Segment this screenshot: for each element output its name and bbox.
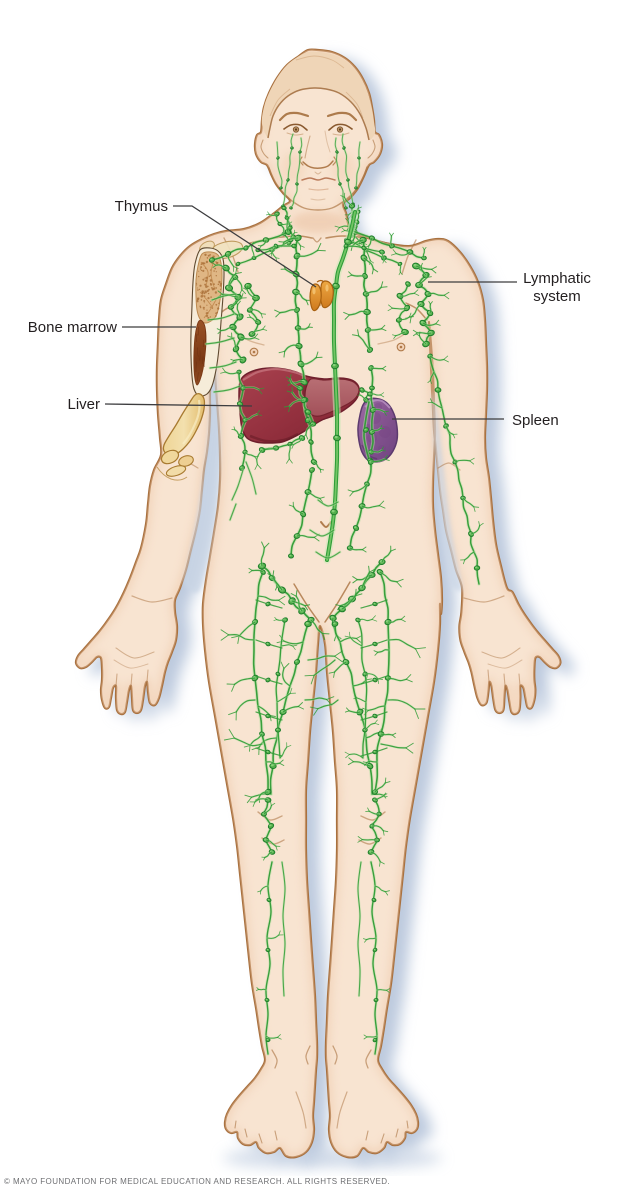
svg-text:Bone marrow: Bone marrow <box>28 319 117 336</box>
svg-text:Thymus: Thymus <box>115 198 168 215</box>
svg-text:Spleen: Spleen <box>512 412 559 429</box>
svg-text:Lymphatic: Lymphatic <box>523 270 591 287</box>
svg-text:system: system <box>533 288 581 305</box>
svg-text:© MAYO FOUNDATION FOR MEDICAL: © MAYO FOUNDATION FOR MEDICAL EDUCATION … <box>4 1177 390 1186</box>
svg-text:Liver: Liver <box>67 396 100 413</box>
